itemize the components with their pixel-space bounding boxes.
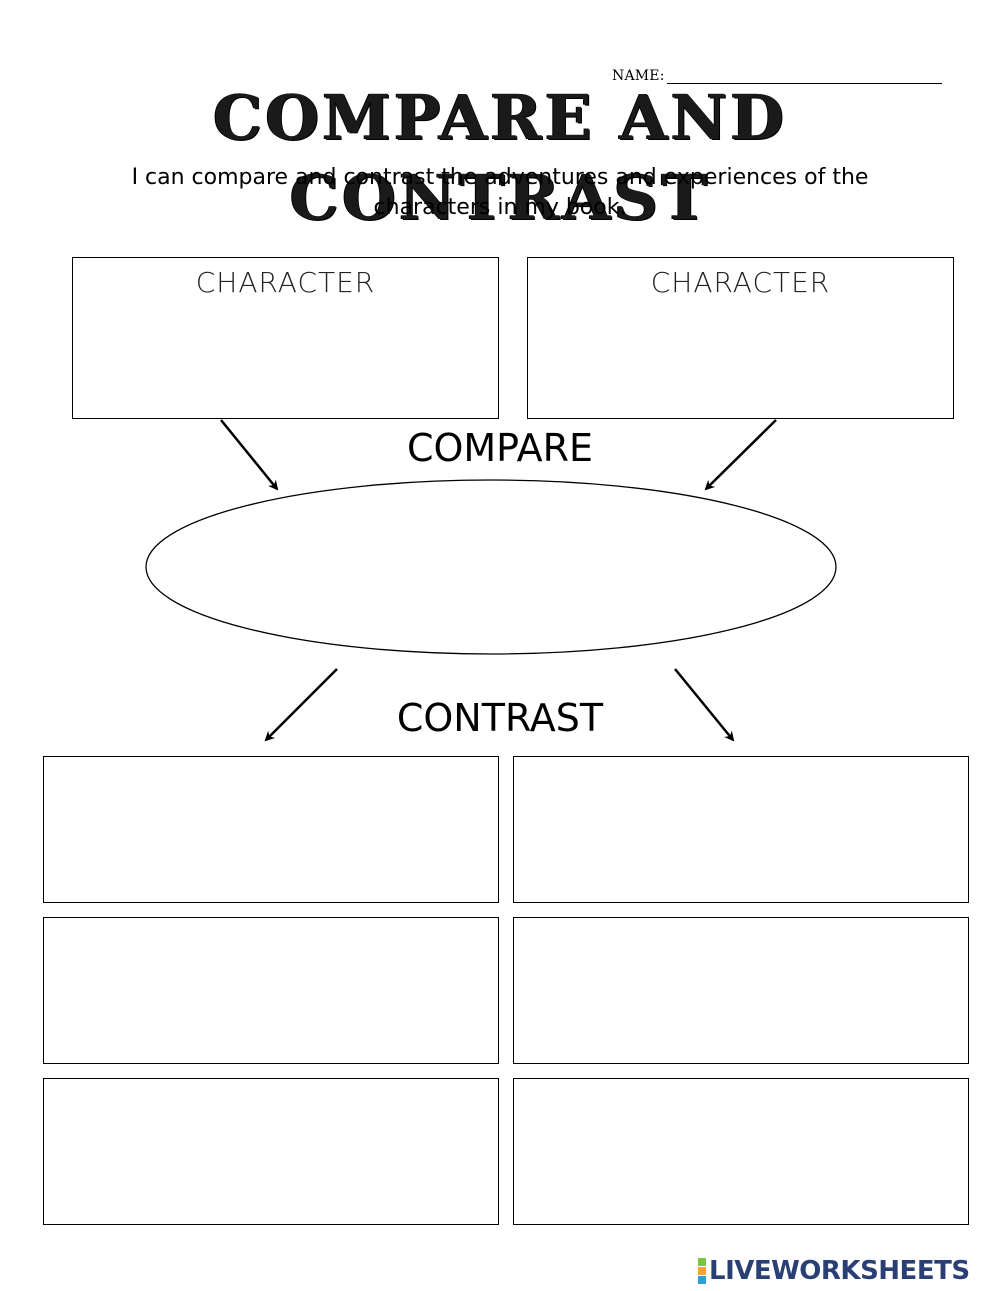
contrast-box-right-3[interactable]	[513, 1078, 969, 1225]
contrast-heading: CONTRAST	[396, 696, 604, 740]
name-field-row: NAME:	[612, 60, 942, 84]
liveworksheets-logo: LIVEWORKSHEETS	[698, 1254, 970, 1288]
contrast-box-left-2[interactable]	[43, 917, 499, 1064]
contrast-box-left-3[interactable]	[43, 1078, 499, 1225]
logo-square-2	[698, 1267, 706, 1275]
arrow-right-to-compare	[704, 419, 777, 491]
arrow-to-contrast-right	[674, 668, 735, 742]
name-input-line[interactable]	[666, 67, 942, 84]
name-label: NAME:	[612, 68, 665, 84]
liveworksheets-brand-text: LIVEWORKSHEETS	[709, 1256, 970, 1286]
logo-square-1	[698, 1258, 706, 1266]
logo-square-3	[698, 1276, 706, 1284]
learning-objective: I can compare and contrast the adventure…	[131, 165, 869, 220]
page-title: COMPARE AND CONTRAST	[212, 81, 788, 234]
contrast-box-right-2[interactable]	[513, 917, 969, 1064]
contrast-box-left-1[interactable]	[43, 756, 499, 903]
character-label-right: CHARACTER	[650, 266, 831, 299]
character-box-right[interactable]: CHARACTER	[527, 257, 954, 419]
compare-heading: COMPARE	[406, 426, 594, 470]
contrast-box-right-1[interactable]	[513, 756, 969, 903]
character-label-left: CHARACTER	[195, 266, 376, 299]
arrow-left-to-compare	[220, 419, 279, 491]
compare-ellipse[interactable]	[145, 479, 837, 655]
character-box-left[interactable]: CHARACTER	[72, 257, 499, 419]
arrow-to-contrast-left	[264, 668, 338, 742]
liveworksheets-logo-icon	[698, 1258, 706, 1284]
